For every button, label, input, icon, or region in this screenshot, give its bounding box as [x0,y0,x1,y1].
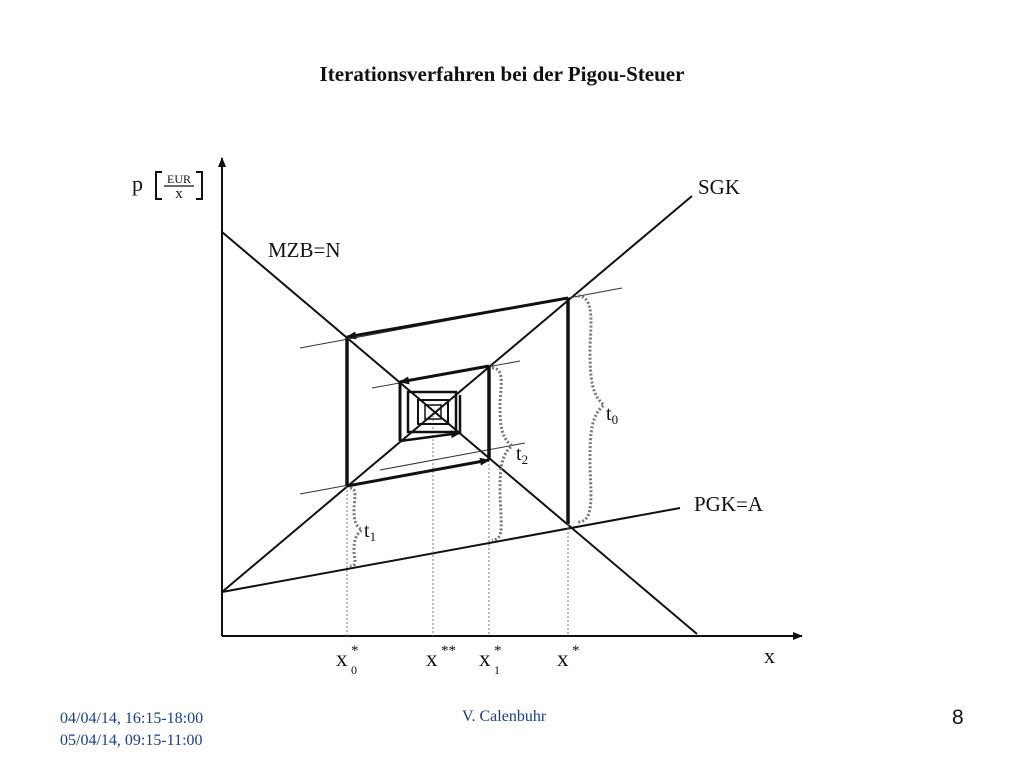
slide-title: Iterationsverfahren bei der Pigou-Steuer [319,62,685,86]
sgk-label: SGK [698,175,740,199]
svg-text:*: * [572,643,580,659]
svg-text:x: x [336,646,348,671]
tick-x1-star: x * 1 [479,643,502,677]
brace-t0 [577,294,607,524]
x-axis-label: x [764,643,775,668]
unit-denominator: x [175,186,183,202]
svg-text:**: ** [441,643,456,659]
tick-x-double-star: x ** [426,643,456,671]
label-t2: t2 [516,443,528,467]
footer-author: V. Calenbuhr [462,708,547,725]
svg-text:x: x [479,646,491,671]
iteration-arrow-1 [346,296,569,340]
svg-text:*: * [494,643,502,659]
svg-text:x: x [426,646,438,671]
converging-inner-box [406,390,458,434]
tick-x0-star: x * 0 [336,643,359,677]
svg-text:*: * [351,643,359,659]
label-t0: t0 [606,403,618,427]
unit-numerator: EUR [167,172,191,186]
iteration-arrow-2 [346,457,490,488]
pgk-curve [221,507,681,593]
svg-text:1: 1 [494,663,500,677]
svg-text:0: 0 [351,663,357,677]
y-axis-label: p [132,171,143,196]
brace-t1 [349,486,365,568]
label-t1: t1 [364,520,376,544]
pigou-tax-iteration-diagram: p EUR x x SGK MZB=N PGK=A t0 t2 [132,157,803,677]
brace-t2 [491,366,515,542]
iteration-arrow-4 [399,430,461,443]
footer-date-line-1: 04/04/14, 16:15-18:00 [60,710,204,727]
parallel-line-lower-middle [379,442,526,471]
footer-dates: 04/04/14, 16:15-18:00 05/04/14, 09:15-11… [60,708,203,752]
footer-date-line-2: 05/04/14, 09:15-11:00 [60,732,203,749]
svg-text:x: x [557,646,569,671]
unit-bracket: EUR x [155,171,203,202]
mzb-label: MZB=N [268,238,341,262]
iteration-arrow-3 [399,364,490,385]
page-number: 8 [952,706,964,729]
tick-x-star: x * [557,643,580,671]
pgk-label: PGK=A [694,492,764,516]
